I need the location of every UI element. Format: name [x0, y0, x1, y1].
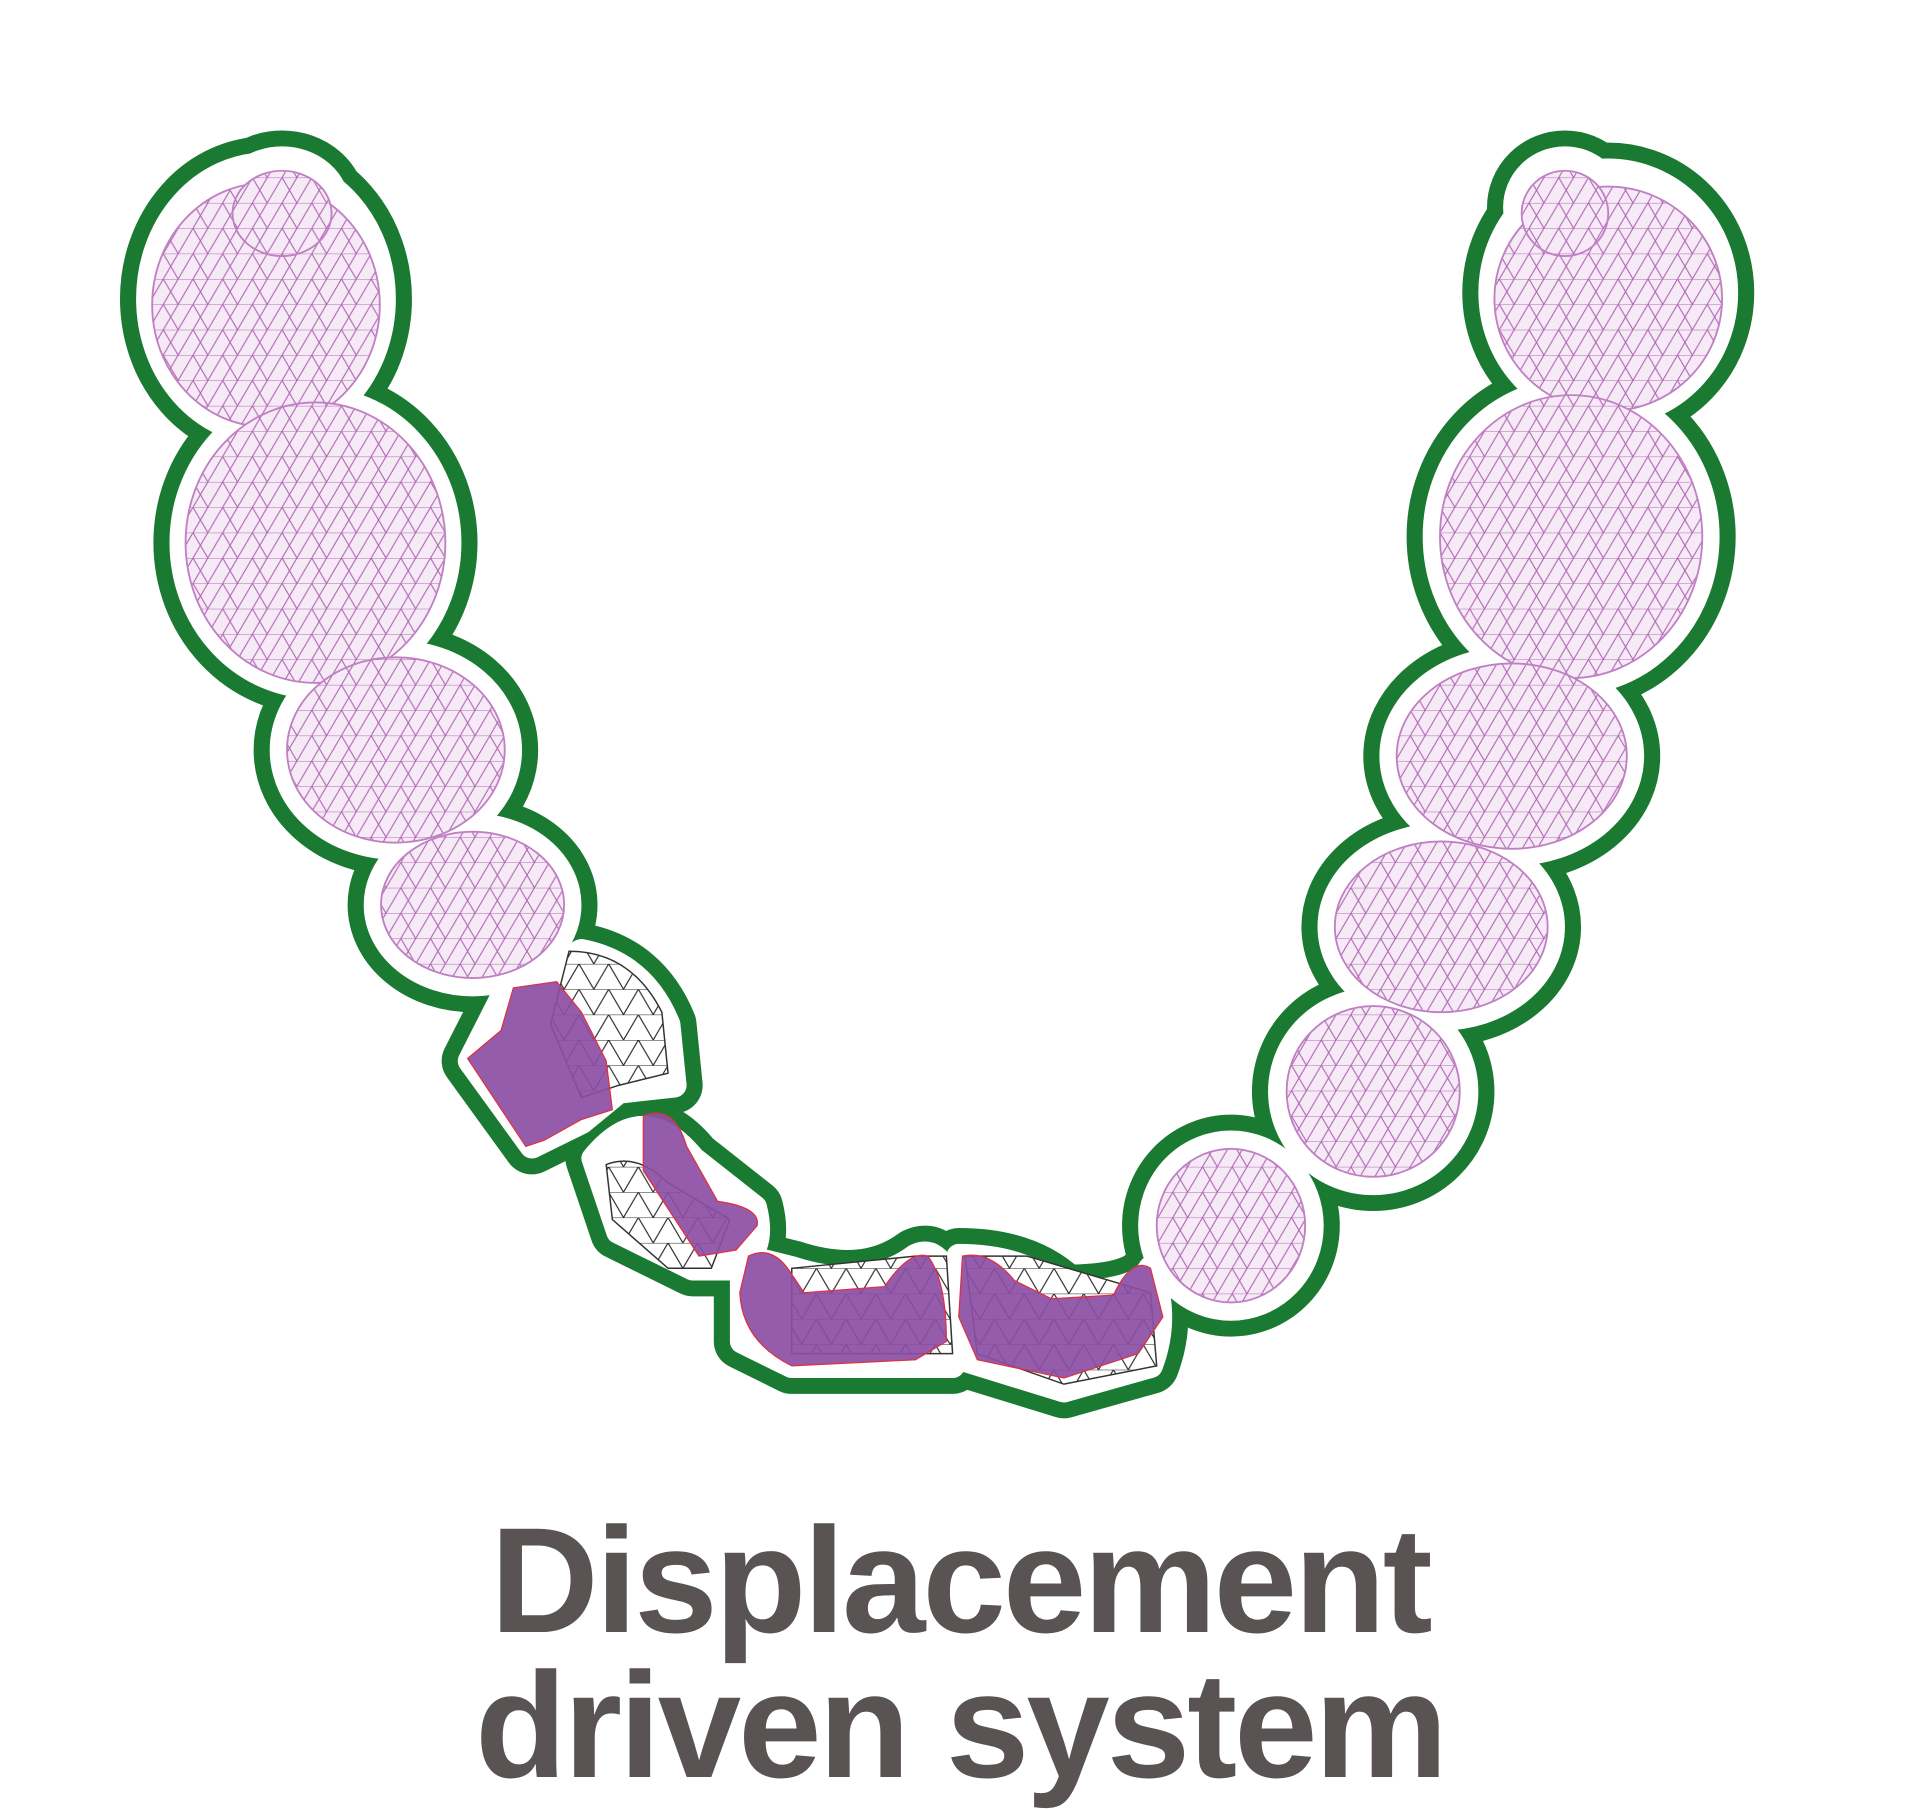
tooth: [184, 401, 447, 684]
displaced-tooth: [642, 1112, 758, 1257]
tooth: [1520, 169, 1610, 258]
tooth: [1439, 394, 1704, 679]
displaced-tooth: [739, 1252, 948, 1367]
tooth: [1333, 840, 1549, 1014]
tooth: [1285, 1005, 1461, 1178]
tooth: [380, 830, 566, 979]
tooth: [231, 169, 333, 258]
caption-line-1: Displacement: [490, 1496, 1432, 1664]
tooth: [1155, 1147, 1307, 1304]
tooth: [1395, 662, 1628, 850]
displaced-tooth: [466, 981, 614, 1148]
tooth: [286, 656, 506, 844]
displaced-tooth: [958, 1254, 1164, 1379]
caption-line-2: driven system: [475, 1641, 1448, 1809]
